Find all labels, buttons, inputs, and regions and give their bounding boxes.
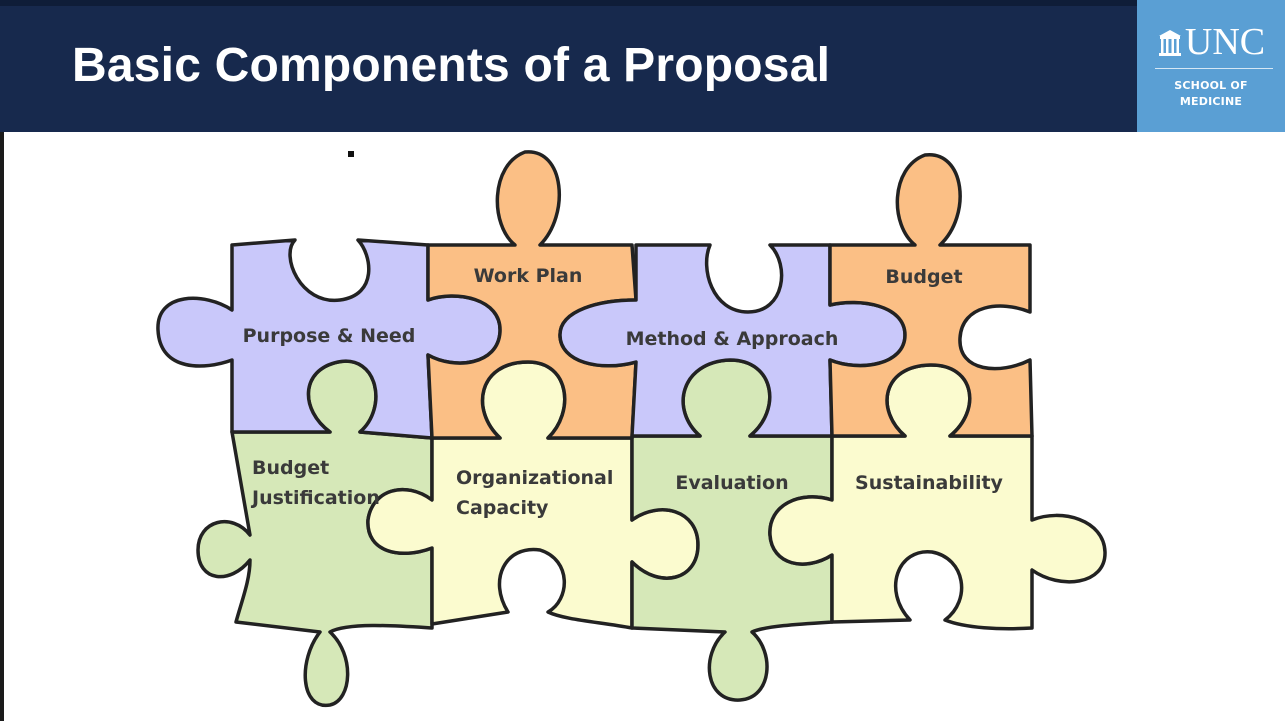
- label-budget: Budget: [885, 266, 962, 288]
- label-purpose-need: Purpose & Need: [243, 325, 416, 347]
- slide-title: Basic Components of a Proposal: [72, 39, 831, 92]
- logo-divider: [1155, 68, 1273, 69]
- label-method-approach: Method & Approach: [626, 328, 839, 350]
- label-organizational-capacity-line2: Capacity: [456, 497, 549, 519]
- logo-subtitle: SCHOOL OF MEDICINE: [1137, 78, 1285, 110]
- logo-wordmark: UNC: [1137, 20, 1285, 64]
- label-work-plan: Work Plan: [474, 265, 583, 287]
- old-well-icon: [1158, 30, 1181, 56]
- label-budget-justification-line1: Budget: [252, 457, 329, 479]
- piece-method-approach: [558, 243, 907, 438]
- label-budget-justification-line2: Justification: [250, 487, 380, 509]
- stray-bullet: [348, 151, 354, 157]
- label-sustainability: Sustainability: [855, 472, 1004, 494]
- unc-logo: UNC SCHOOL OF MEDICINE: [1137, 0, 1285, 132]
- title-bar-rule: [0, 0, 1137, 6]
- piece-budget: [828, 153, 1034, 438]
- logo-subtitle-line1: SCHOOL OF: [1174, 79, 1248, 92]
- label-organizational-capacity-line1: Organizational: [456, 467, 613, 489]
- label-evaluation: Evaluation: [675, 472, 788, 494]
- logo-text: UNC: [1184, 21, 1266, 63]
- piece-purpose-need: [156, 238, 502, 440]
- logo-subtitle-line2: MEDICINE: [1179, 95, 1243, 108]
- slide-border: [0, 0, 4, 721]
- title-bar: Basic Components of a Proposal: [0, 0, 1137, 132]
